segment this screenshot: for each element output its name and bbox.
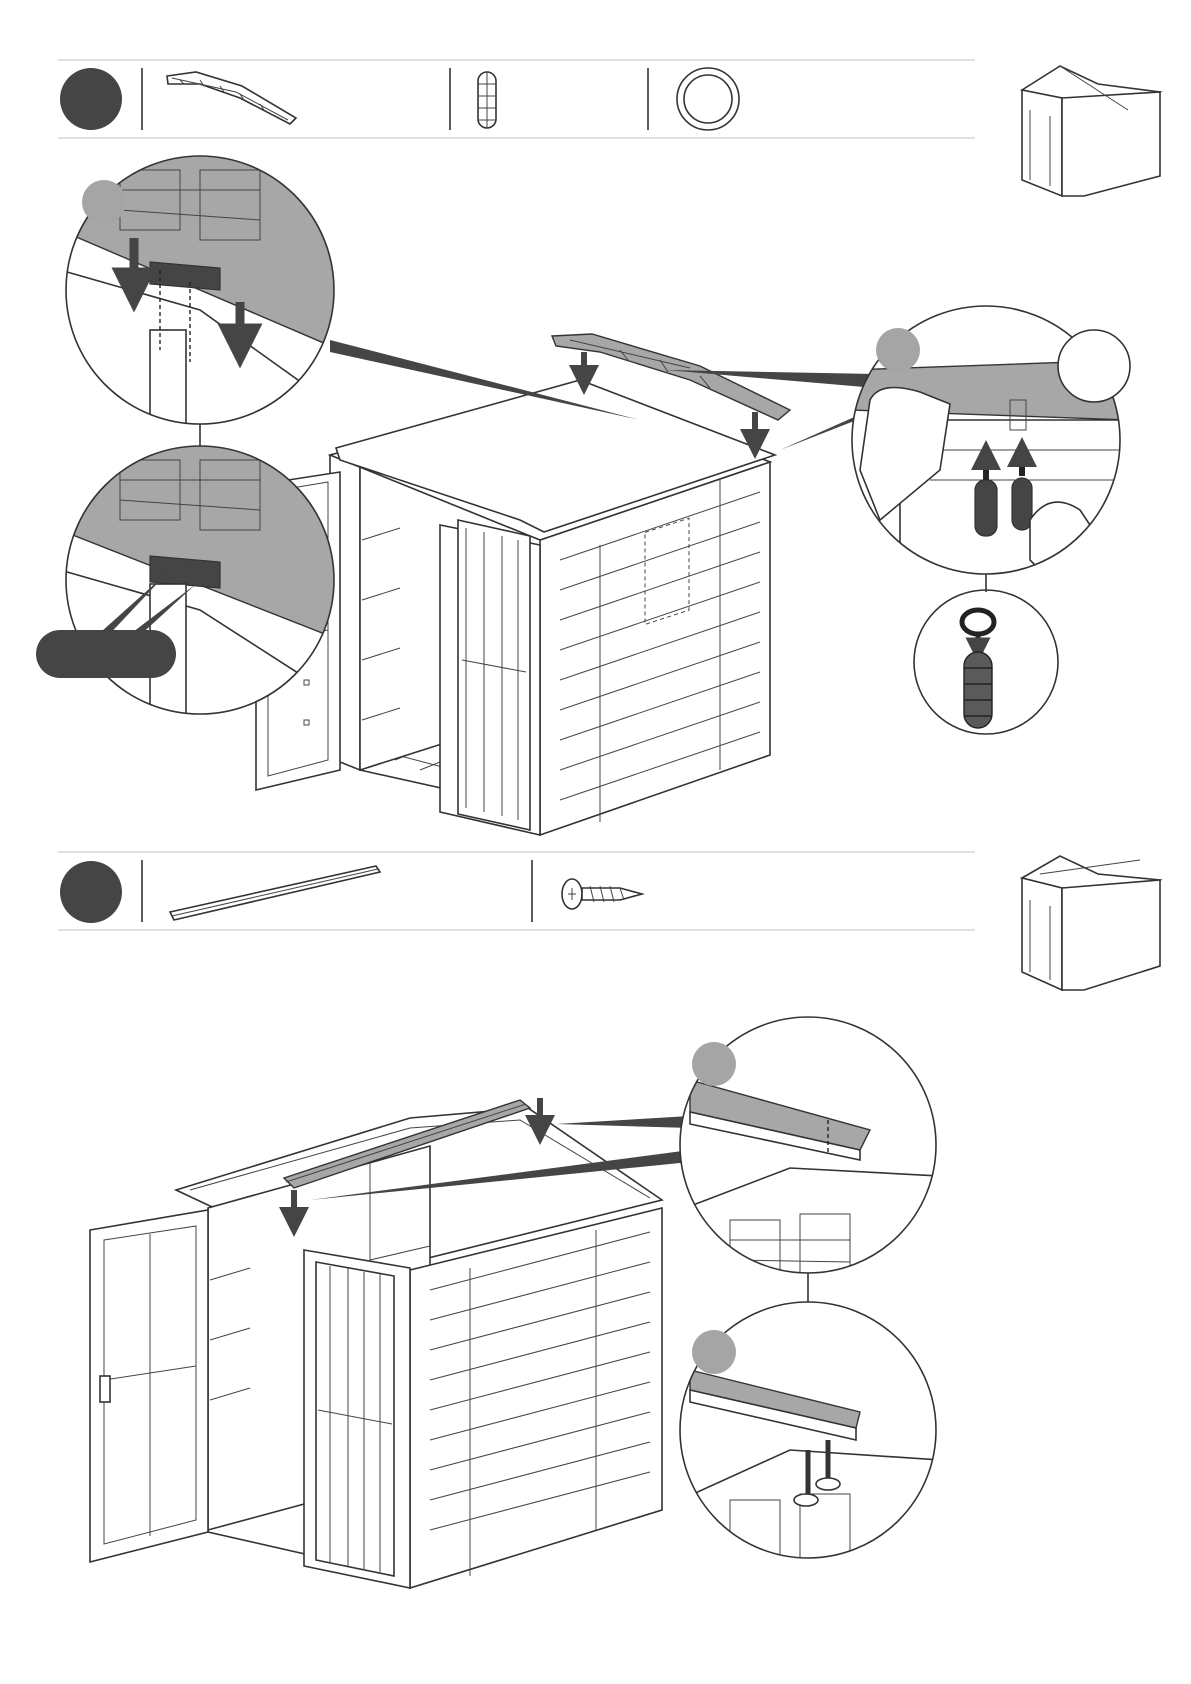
ridge-rail-part-icon [170,866,380,920]
detail-c-callout-circle [1058,330,1130,402]
shed-step-1 [256,334,876,835]
detail-a-zoom [60,140,340,446]
detail-a-badge [82,180,126,224]
step-1-header [58,60,975,138]
detail-c-zoom [850,306,1130,592]
roof-ridge-cap-part-icon [167,72,296,124]
detail-c-badge [876,328,920,372]
callout-label-pill [36,630,176,678]
step-1-badge [60,68,122,130]
detail-e-zoom [680,1017,940,1302]
step-2-header [58,852,975,930]
o-ring-part-icon [677,68,739,130]
detail-f-zoom [680,1302,940,1580]
step-2-badge [60,861,122,923]
shed-step-2 [90,1098,690,1588]
detail-d-zoom [914,590,1058,734]
detail-f-badge [692,1330,736,1374]
screw-part-icon [562,879,642,909]
detail-e-badge [692,1042,736,1086]
shed-outline-icon [1022,66,1160,196]
connector-plug-part-icon [478,72,496,128]
shed-outline-icon [1022,856,1160,990]
